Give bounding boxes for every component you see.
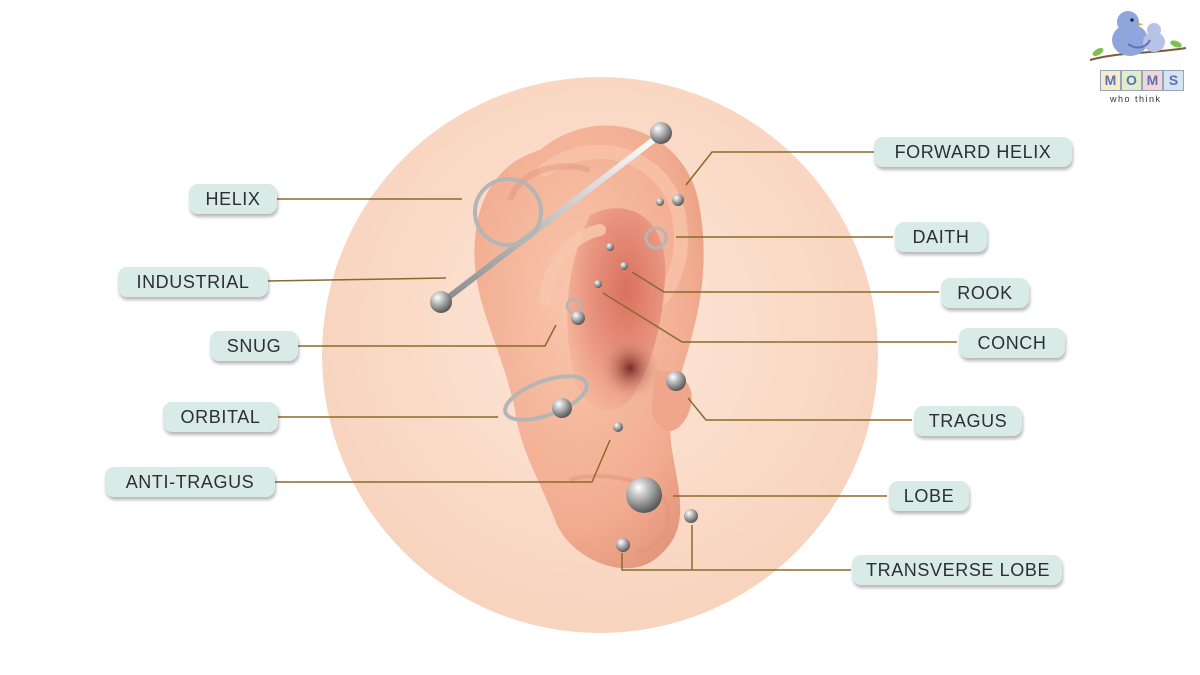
ear-scapha: [507, 163, 591, 202]
snug-ball: [571, 311, 585, 325]
ear-lobe-shade: [569, 474, 671, 554]
conch-ball: [594, 280, 602, 288]
label-tragus: TRAGUS: [914, 406, 1022, 436]
tragus-ball: [666, 371, 686, 391]
transverse-lobe-ball-left: [616, 538, 630, 552]
label-snug: SNUG: [210, 331, 298, 361]
leader-tragus: [687, 397, 912, 421]
moms-who-think-logo: M O M S who think: [1088, 8, 1188, 108]
piercings: [430, 122, 698, 552]
transverse-lobe-ball-right: [684, 509, 698, 523]
leader-lines: [265, 151, 957, 571]
leader-industrial: [265, 277, 447, 282]
logo-tagline: who think: [1110, 94, 1162, 104]
industrial-ball-top: [650, 122, 672, 144]
industrial-barbell: [442, 132, 663, 303]
leader-conch: [602, 292, 957, 343]
leader-forward-helix: [685, 151, 876, 186]
leader-anti-tragus: [275, 439, 611, 483]
label-conch: CONCH: [959, 328, 1065, 358]
label-forward-helix: FORWARD HELIX: [874, 137, 1072, 167]
label-lobe: LOBE: [889, 481, 969, 511]
label-industrial: INDUSTRIAL: [118, 267, 268, 297]
label-anti-tragus: ANTI-TRAGUS: [105, 467, 275, 497]
helix-ring: [473, 177, 543, 247]
label-daith: DAITH: [895, 222, 987, 252]
rook-ball-top: [606, 243, 614, 251]
logo-letter-1: M: [1100, 70, 1121, 91]
ear-antihelix: [539, 224, 606, 306]
forward-helix-ball-2: [656, 198, 664, 206]
label-transverse-lobe: TRANSVERSE LOBE: [852, 555, 1062, 585]
ear-helix-rim: [538, 145, 688, 307]
bird-icon: [1089, 11, 1187, 61]
anti-tragus-ball: [613, 422, 623, 432]
leader-snug: [298, 324, 557, 347]
leader-rook: [631, 271, 939, 293]
logo-letter-2: O: [1121, 70, 1142, 91]
label-orbital: ORBITAL: [163, 402, 278, 432]
rook-ball-bottom: [620, 262, 628, 270]
orbital-ring: [503, 374, 589, 422]
label-helix: HELIX: [189, 184, 277, 214]
logo-letter-4: S: [1163, 70, 1184, 91]
lobe-ball: [626, 477, 662, 513]
forward-helix-ball: [672, 194, 684, 206]
daith-ring: [644, 226, 668, 250]
industrial-ball-bottom: [430, 291, 452, 313]
leader-transverse-lobe: [621, 553, 851, 571]
orbital-ball: [552, 398, 572, 418]
label-rook: ROOK: [941, 278, 1029, 308]
ear-canal: [600, 336, 660, 400]
logo-letter-3: M: [1142, 70, 1163, 91]
